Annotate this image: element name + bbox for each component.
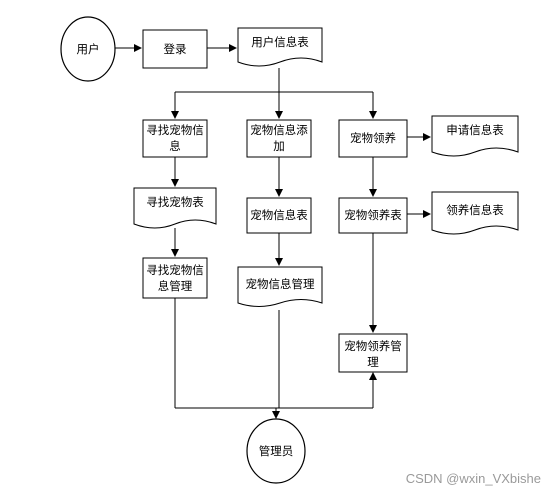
pet-info-add-line1: 宠物信息添	[250, 123, 308, 137]
pet-info-add-line2: 加	[273, 139, 285, 153]
find-pet-table-node: 寻找宠物表	[133, 187, 217, 229]
admin-node: 管理员	[246, 418, 306, 484]
user-node: 用户	[60, 16, 116, 82]
pet-adopt-label: 宠物领养	[350, 131, 396, 145]
login-label: 登录	[164, 42, 187, 56]
adopt-info-table-label: 领养信息表	[446, 203, 504, 217]
login-node: 登录	[142, 29, 208, 69]
find-pet-info-line2: 息	[169, 139, 181, 153]
pet-info-add-node: 宠物信息添 加	[246, 119, 312, 158]
pet-info-table-label: 宠物信息表	[250, 208, 308, 222]
pet-info-table-node: 宠物信息表	[246, 197, 312, 234]
find-pet-info-mgmt-node: 寻找宠物信 息管理	[142, 257, 208, 299]
connectors	[115, 44, 431, 419]
watermark: CSDN @wxin_VXbishe	[405, 471, 541, 486]
user-info-table-node: 用户信息表	[237, 27, 323, 67]
pet-info-mgmt-node: 宠物信息管理	[237, 266, 323, 307]
find-pet-table-label: 寻找宠物表	[146, 195, 204, 209]
apply-info-table-node: 申请信息表	[431, 115, 519, 157]
user-info-table-label: 用户信息表	[251, 35, 309, 49]
admin-label: 管理员	[259, 444, 294, 458]
user-label: 用户	[77, 42, 100, 56]
find-pet-info-line1: 寻找宠物信	[146, 123, 204, 137]
adopt-info-table-node: 领养信息表	[431, 191, 519, 235]
find-pet-info-node: 寻找宠物信 息	[142, 119, 208, 158]
find-pet-info-mgmt-line2: 息管理	[158, 279, 193, 293]
pet-adopt-mgmt-node: 宠物领养管 理	[338, 333, 408, 373]
pet-adopt-mgmt-line1: 宠物领养管	[344, 339, 402, 353]
find-pet-info-mgmt-line1: 寻找宠物信	[146, 263, 204, 277]
pet-adopt-mgmt-line2: 理	[367, 355, 379, 369]
pet-adopt-table-node: 宠物领养表	[338, 197, 408, 234]
apply-info-table-label: 申请信息表	[446, 123, 504, 137]
pet-info-mgmt-label: 宠物信息管理	[246, 277, 315, 291]
pet-adopt-node: 宠物领养	[338, 119, 408, 158]
pet-adopt-table-label: 宠物领养表	[344, 208, 402, 222]
